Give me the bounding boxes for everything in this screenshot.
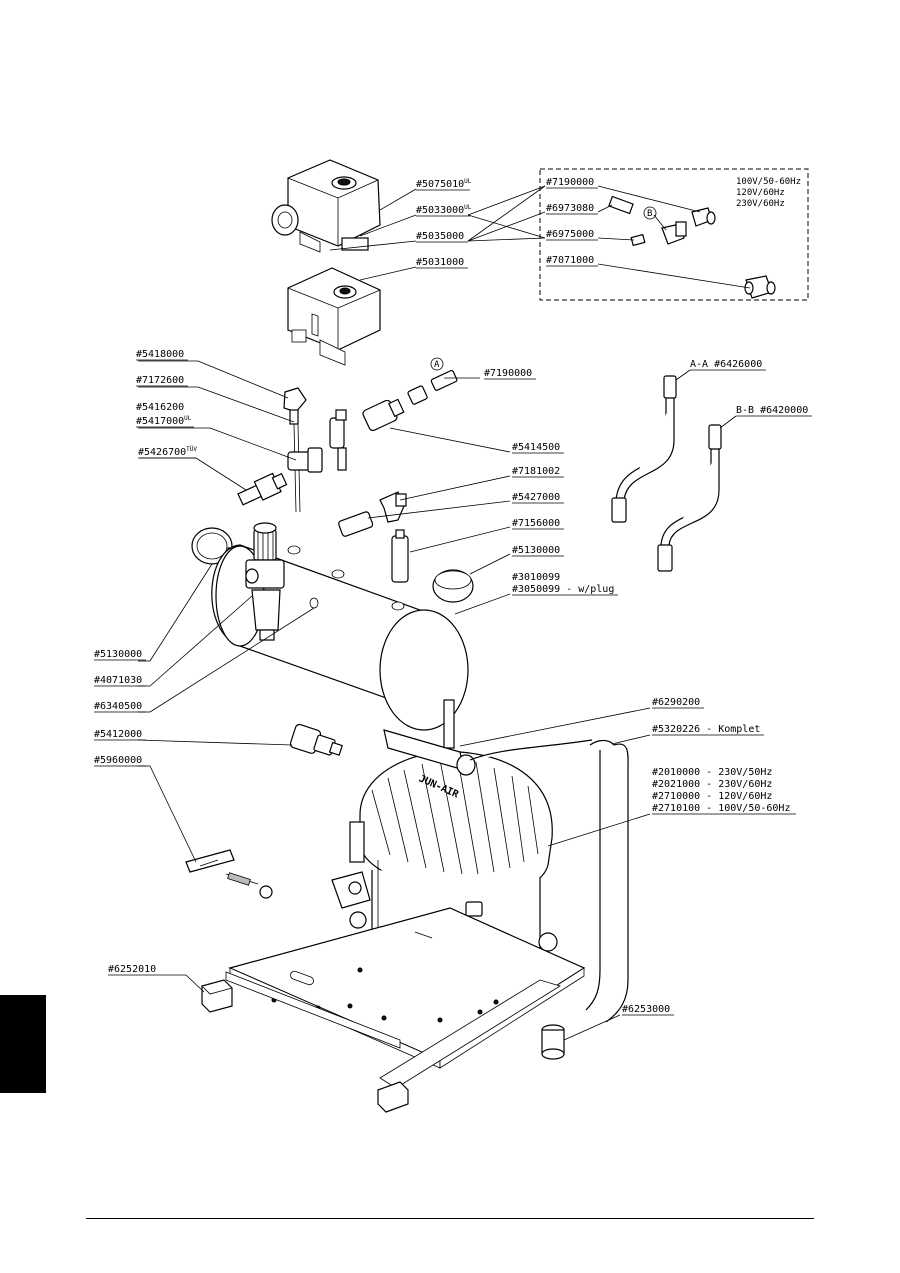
label-5418000: #5418000 [136,349,184,360]
marker-b: B [647,209,652,219]
safety-valve-assembly [237,369,458,513]
label-7071000: #7071000 [546,255,594,266]
label-6252010: #6252010 [108,964,156,975]
elbow-fittings [338,491,409,583]
pressure-gauge-left [191,527,241,565]
leader-lines [137,185,751,1041]
label-6426000: A-A #6426000 [690,359,762,370]
filter-regulator [245,522,285,641]
label-5320226: #5320226 - Komplet [652,724,760,735]
pressure-switch-lower [287,267,381,366]
marker-a-top: A [434,360,440,370]
footer-rule [86,1218,814,1219]
label-7190000-mid: #7190000 [484,368,532,379]
label-2021000: #2021000 - 230V/60Hz [652,779,772,790]
pressure-switch-upper [271,159,381,253]
pressure-gauge-right [432,569,474,603]
rubber-foot-front [377,1081,409,1113]
label-7172600: #7172600 [136,375,184,386]
rubber-foot-6253000 [541,1024,565,1060]
label-7181002: #7181002 [512,466,560,477]
voltage-line-3: 230V/60Hz [736,199,785,209]
hose-aa [611,375,677,523]
label-3010099: #3010099 [512,572,560,583]
label-7190000-top: #7190000 [546,177,594,188]
coupling [289,723,343,756]
label-5416200: #5416200 [136,402,184,413]
label-2010000: #2010000 - 230V/50Hz [652,767,772,778]
base-plate [225,907,586,1089]
label-6973080: #6973080 [546,203,594,214]
label-3050099: #3050099 - w/plug [512,584,614,595]
hose-bb [657,424,722,572]
label-5033000: #5033000UL [416,204,472,216]
label-2710000: #2710000 - 120V/60Hz [652,791,772,802]
voltage-line-2: 120V/60Hz [736,188,785,198]
label-6420000: B-B #6420000 [736,405,808,416]
label-6340500: #6340500 [94,701,142,712]
marker-b-circle [643,206,657,220]
label-5412000: #5412000 [94,729,142,740]
label-underlines [94,187,812,1016]
label-5414500: #5414500 [512,442,560,453]
option-box [539,168,809,301]
label-6290200: #6290200 [652,697,700,708]
label-5075010: #5075010UL [416,178,472,190]
option-fittings [608,195,776,299]
label-5130000-left: #5130000 [94,649,142,660]
label-2710100: #2710100 - 100V/50-60Hz [652,803,790,814]
label-5426700: #5426700TÜV [138,446,197,458]
rubber-foot-6252010 [201,979,233,1013]
section-tab [0,995,46,1093]
label-5417000: #5417000UL [136,415,192,427]
label-6975000: #6975000 [546,229,594,240]
drain-assembly [185,849,273,899]
label-5427000: #5427000 [512,492,560,503]
label-6253000: #6253000 [622,1004,670,1015]
label-4071030: #4071030 [94,675,142,686]
label-5035000: #5035000 [416,231,464,242]
outlet-pipe [383,729,593,776]
marker-a-top-circle [430,357,444,371]
label-5031000: #5031000 [416,257,464,268]
voltage-line-1: 100V/50-60Hz [736,177,801,187]
label-7156000: #7156000 [512,518,560,529]
frame-handle [585,739,629,1023]
label-5130000-right: #5130000 [512,545,560,556]
callout-labels: #5075010UL #5033000UL #5035000 #5031000 … [94,177,808,1015]
label-5960000: #5960000 [94,755,142,766]
